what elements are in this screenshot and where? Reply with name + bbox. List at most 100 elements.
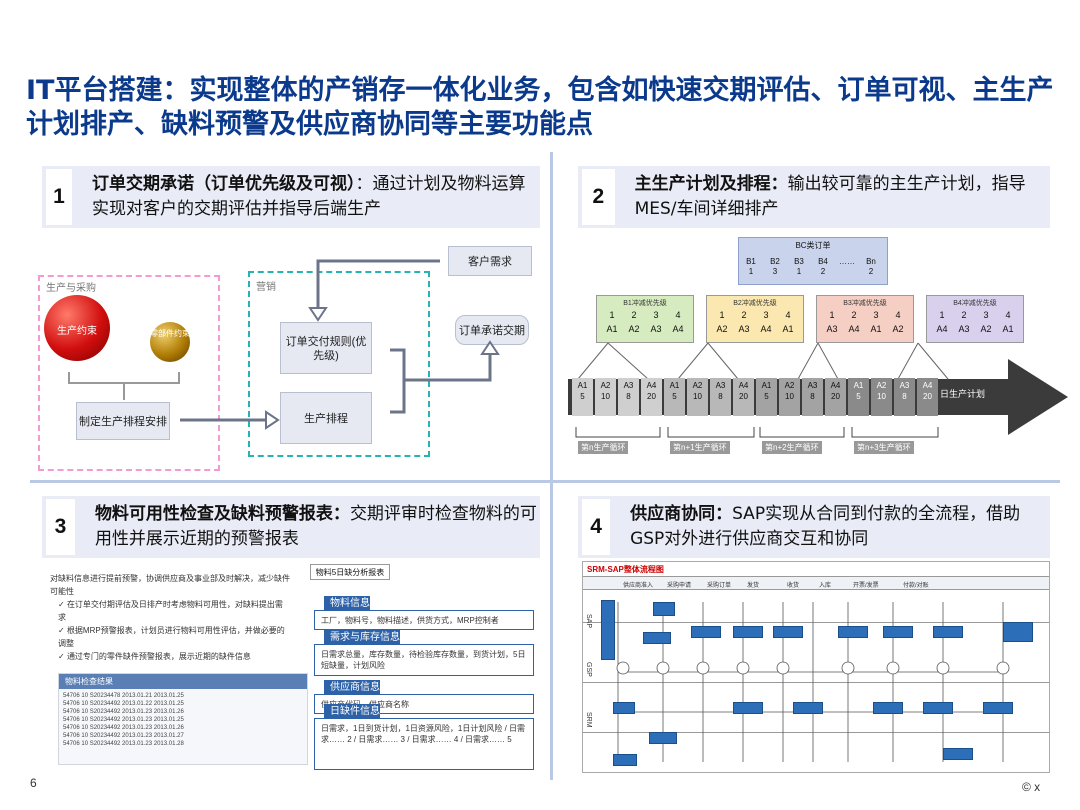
priority-rank: 4 [895,310,901,320]
priority-item: A4 [848,324,860,334]
bc-cell-id: …… [839,257,855,266]
cycle-label: 第n+1生产循环 [670,441,730,454]
flow-step [873,702,903,714]
column-label: 采购订单 [707,583,732,589]
lane-divider [583,622,1049,623]
flow-step [649,732,677,744]
priority-title: B1冲减优先级 [623,300,667,307]
shortage-warning-list: 对缺料信息进行提前预警，协调供应商及事业部及时解决，减少缺件可能性 ✓ 在订单交… [50,572,290,663]
plan-qty: 10 [785,392,794,401]
plan-item: A1 [853,381,864,390]
lane-divider [583,682,1049,683]
plan-item: A3 [807,381,818,390]
plan-item: A1 [669,381,680,390]
bc-cell-id: B4 [818,257,828,266]
priority-item: A2 [892,324,904,334]
flow-lines [616,602,1010,762]
section-header: 供应商信息 [324,680,380,695]
section-body: 日需求总量，库存数量，待检验库存数量，到货计划，5日短缺量，计划风险 [314,644,534,676]
report-title: 物料5日缺分析报表 [310,564,390,580]
order-rule-box: 订单交付规则(优先级) [280,322,372,374]
flow-step [733,626,763,638]
plan-item: A3 [715,381,726,390]
table-row: 54706 10 S20234478 2013.01.21 2013.01.25 [63,693,184,699]
column-label: 收货 [787,583,800,589]
flow-step [613,754,637,766]
cycle-label: 第n生产循环 [578,441,629,454]
flow-step [1003,622,1033,642]
slide-title: IT平台搭建：实现整体的产销存一体化业务，包含如快速交期评估、订单可视、主生产计… [26,75,1054,140]
plan-item: A4 [646,381,657,390]
customer-demand-box: 客户需求 [448,246,532,276]
quadrant-text: 主生产计划及排程：输出较可靠的主生产计划，指导MES/车间详细排产 [634,174,1026,219]
priority-item: A1 [870,324,882,334]
priority-rank: 3 [983,310,989,320]
priority-item: A4 [672,324,684,334]
column-label: 开票/发票 [853,583,879,589]
priority-title: B3冲减优先级 [843,300,887,307]
plan-item: A4 [922,381,933,390]
plan-qty: 20 [739,392,748,401]
plan-qty: 20 [647,392,656,401]
plan-qty: 20 [831,392,840,401]
priority-rank: 3 [873,310,879,320]
priority-rank: 1 [939,310,945,320]
production-purchase-group [38,275,220,471]
plan-item: A4 [830,381,841,390]
plan-item: A2 [600,381,611,390]
bullet-item: ✓ 通过专门的零件缺件预警报表，展示近期的缺件信息 [58,652,251,661]
marketing-group [248,271,430,457]
plan-qty: 5 [672,392,677,401]
bracket [68,372,180,384]
priority-rank: 3 [653,310,659,320]
quadrant-2-header: 2 主生产计划及排程：输出较可靠的主生产计划，指导MES/车间详细排产 [578,166,1050,228]
lane-label: SAP [585,614,592,629]
plan-qty: 5 [764,392,769,401]
plan-item: A4 [738,381,749,390]
cycle-label: 第n+2生产循环 [762,441,822,454]
column-label: 发货 [747,583,760,589]
plan-qty: 10 [601,392,610,401]
bc-cell-id: B1 [746,257,756,266]
priority-rank: 4 [675,310,681,320]
bullet-item: ✓ 根据MRP预警报表，计划员进行物料可用性评估，并做必要的调整 [58,626,285,648]
lane-label: GSP [585,662,592,677]
table-title: 物料检查结果 [59,674,307,689]
quadrant-text: 物料可用性检查及缺料预警报表：交期评审时检查物料的可用性并展示近期的预警报表 [94,504,537,549]
bc-cell-id: B3 [794,257,804,266]
bracket-stem [123,384,125,400]
flow-step [653,602,675,616]
plan-qty: 5 [580,392,585,401]
quadrant-3-header: 3 物料可用性检查及缺料预警报表：交期评审时检查物料的可用性并展示近期的预警报表 [42,496,540,558]
bc-cell-value: 1 [796,267,802,276]
plan-item: A1 [577,381,588,390]
table-row: 54706 10 S20234492 2013.01.23 2013.01.28 [63,741,184,747]
priority-item: A1 [782,324,794,334]
quadrant-number: 1 [46,169,73,225]
quadrant-text: 供应商协同：SAP实现从合同到付款的全流程，借助GSP对外进行供应商交互和协同 [630,504,1021,549]
table-row: 54706 10 S20234492 2013.01.23 2013.01.27 [63,733,184,739]
flow-step [691,626,721,638]
cycle-label: 第n+3生产循环 [854,441,914,454]
q1-arrows [180,259,500,430]
priority-title: B2冲减优先级 [733,300,777,307]
plan-qty: 10 [877,392,886,401]
quadrant-1-header: 1 订单交期承诺（订单优先级及可视）：通过计划及物料运算实现对客户的交期评估并指… [42,166,540,228]
bc-cell-id: Bn [866,257,876,266]
column-header-bar [583,576,1049,590]
priority-item: A4 [760,324,772,334]
